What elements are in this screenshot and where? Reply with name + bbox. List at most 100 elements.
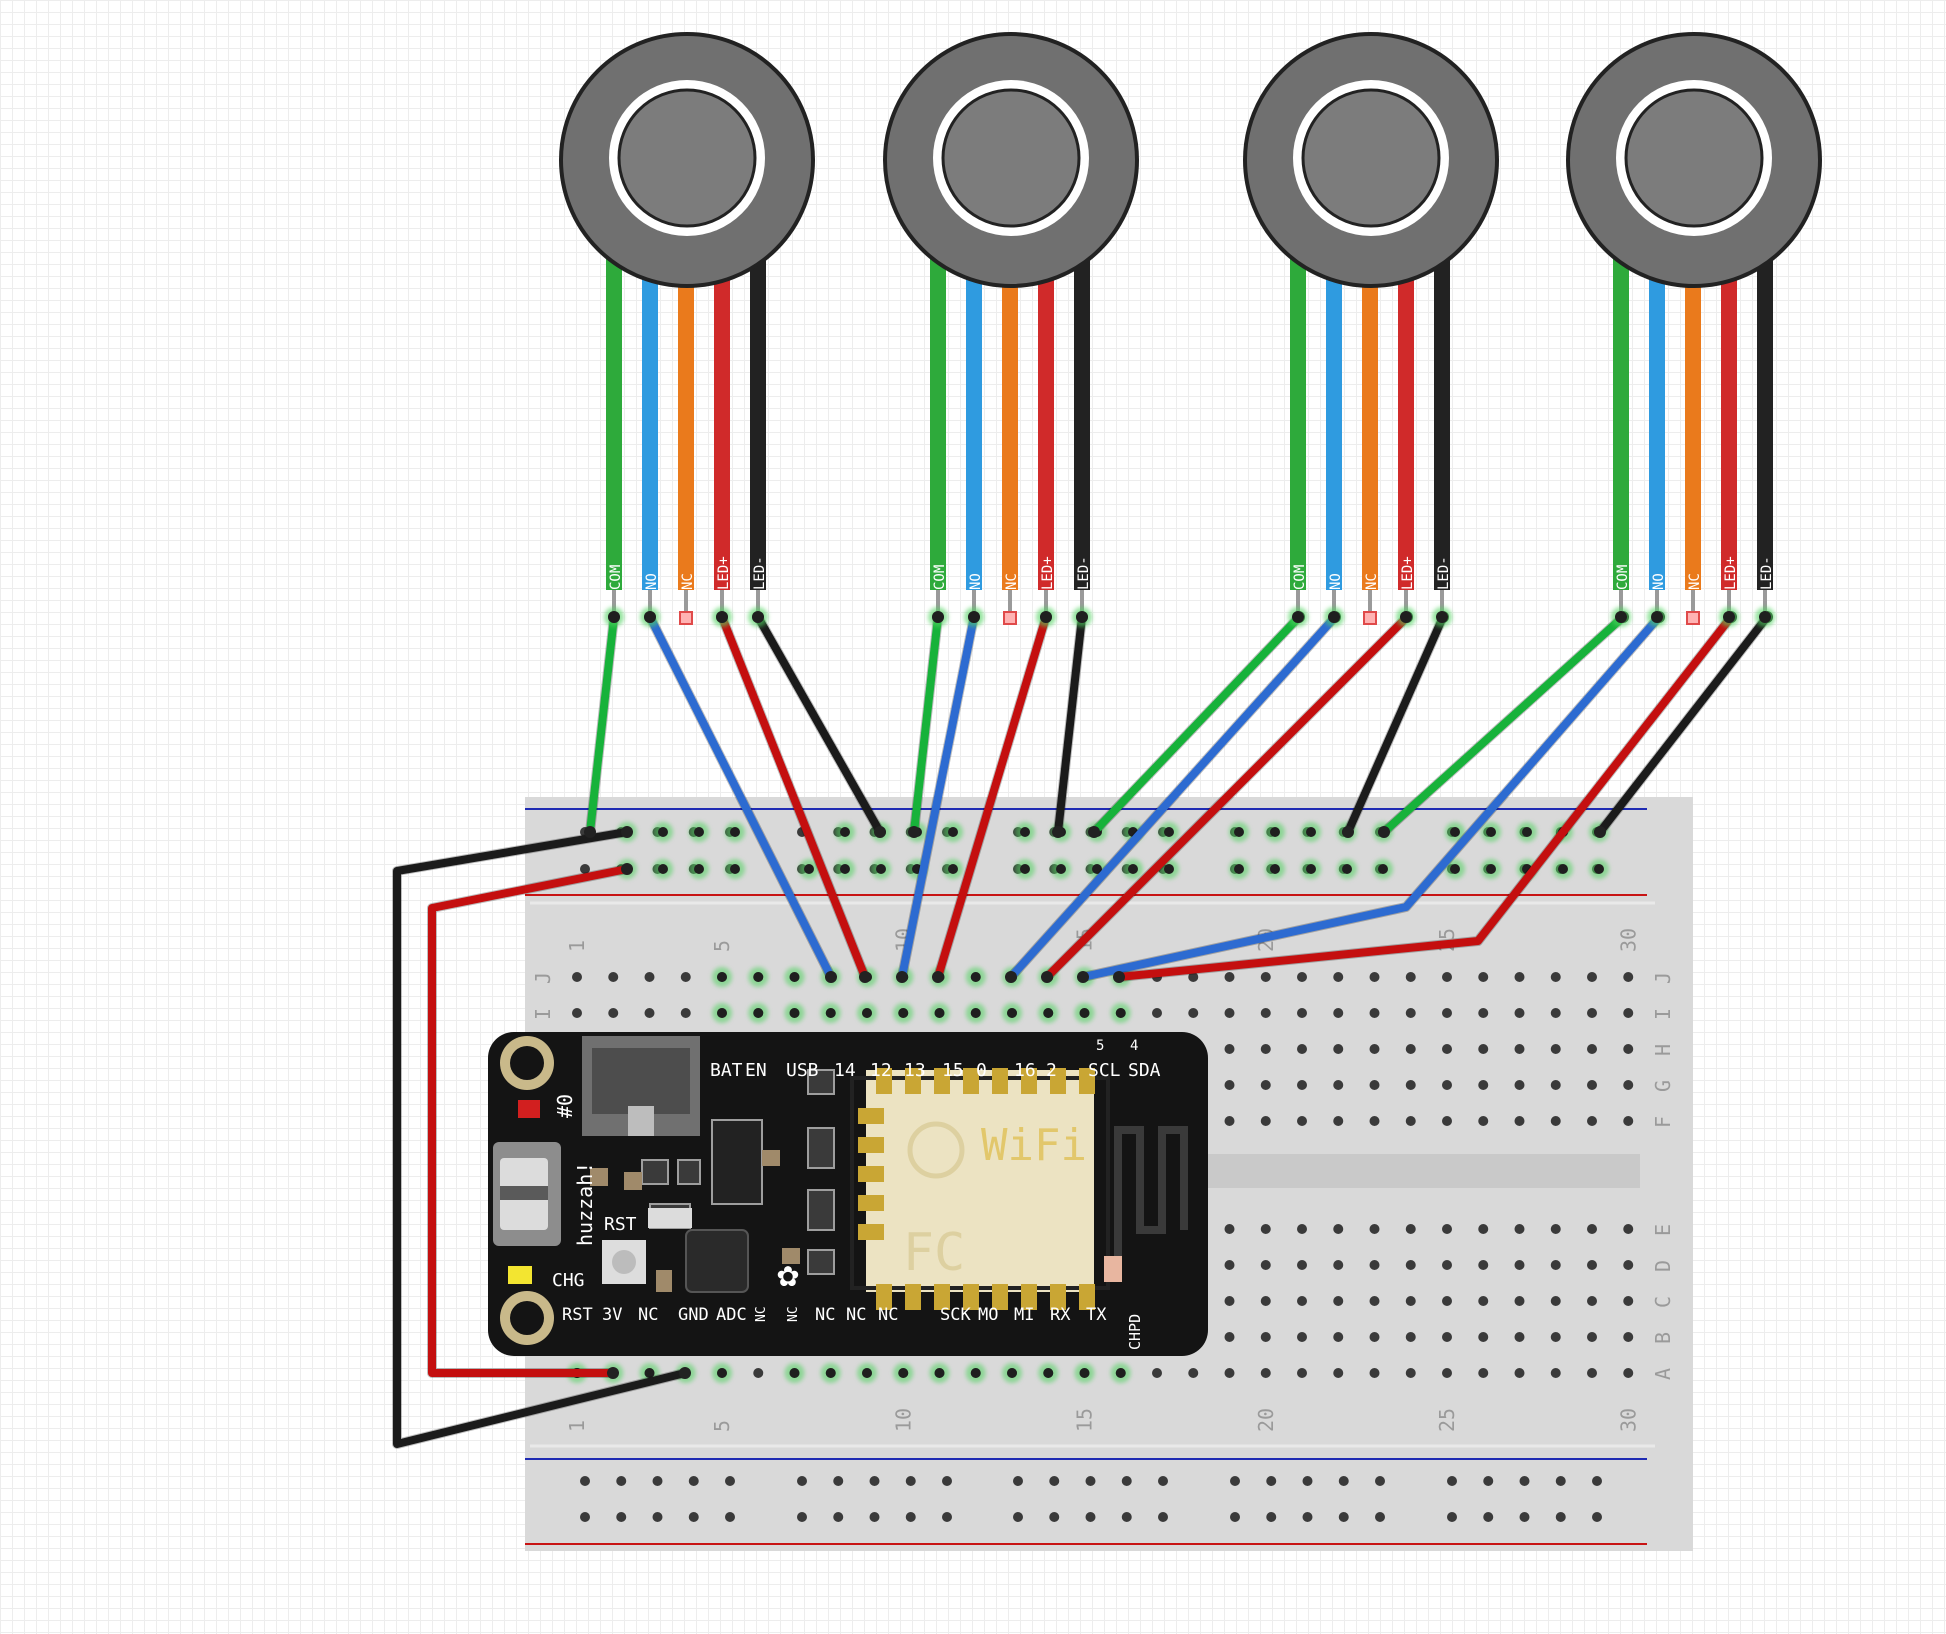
breadboard-hole — [1442, 1332, 1452, 1342]
esp-pin-bottom — [1079, 1284, 1095, 1310]
rail-hole — [905, 1476, 916, 1486]
breadboard-hole — [608, 972, 619, 982]
lead-end — [1759, 611, 1771, 623]
jumper-wires — [392, 611, 1773, 1449]
breadboard-hole — [1623, 1332, 1634, 1342]
breadboard-hole — [1587, 1260, 1597, 1270]
breadboard-hole — [1442, 1044, 1452, 1054]
pin-label-bottom: NC — [786, 1306, 801, 1322]
breadboard-hole — [1260, 972, 1271, 982]
column-number-bottom: 30 — [1616, 1408, 1640, 1432]
pin-label-bottom: NC — [815, 1305, 835, 1325]
esp-pin-bottom — [876, 1284, 892, 1310]
breadboard-hole — [1587, 1224, 1597, 1234]
row-letter-left: I — [531, 1008, 555, 1020]
button-lead — [1613, 248, 1629, 590]
connected-hole — [1020, 827, 1030, 837]
connected-hole — [1043, 1008, 1054, 1018]
lead-pin — [972, 590, 976, 616]
breadboard-hole — [1260, 1296, 1271, 1306]
connected-hole — [1164, 864, 1174, 874]
jumper-wire — [754, 613, 884, 836]
rail-hole — [1158, 1476, 1168, 1486]
breadboard-hole — [1587, 1008, 1597, 1018]
component-8 — [590, 1168, 608, 1186]
wire-end — [621, 863, 633, 875]
row-letter-right: J — [1651, 972, 1675, 984]
component-11 — [762, 1150, 780, 1166]
breadboard-hole — [1514, 1368, 1525, 1378]
breadboard-hole — [680, 972, 691, 982]
lead-pin — [1404, 590, 1408, 616]
pin-label-top: 0 — [976, 1060, 987, 1081]
pin-label-top: BAT — [710, 1060, 743, 1081]
battery-connector-inner — [592, 1048, 690, 1114]
breadboard-hole — [1369, 1080, 1380, 1090]
component-1 — [641, 1159, 669, 1185]
breadboard-hole — [1550, 1332, 1561, 1342]
lead-label: NC — [1364, 573, 1380, 590]
pin-label-top: USB — [786, 1060, 819, 1081]
connected-hole — [789, 972, 800, 982]
connected-hole — [1270, 827, 1280, 837]
connected-hole — [694, 827, 704, 837]
rail-hole — [797, 1512, 807, 1522]
wire-end — [1378, 826, 1390, 838]
breadboard-hole — [1333, 1332, 1344, 1342]
wire-end — [1113, 971, 1125, 983]
rail-hole — [1230, 1512, 1240, 1522]
connected-hole — [1020, 864, 1030, 874]
lead-end — [1723, 611, 1735, 623]
breadboard-hole — [1369, 1332, 1380, 1342]
lead-label: LED+ — [1040, 556, 1056, 590]
connected-hole — [1450, 864, 1460, 874]
component-5 — [807, 1127, 835, 1169]
wire-end — [1594, 826, 1606, 838]
component-2 — [677, 1159, 701, 1185]
breadboard-hole — [1224, 1044, 1235, 1054]
mounting-hole-bottom-inner — [510, 1301, 544, 1335]
rail-hole — [652, 1476, 663, 1486]
lead-pin — [1691, 590, 1695, 616]
lead-label: LED- — [1076, 556, 1092, 590]
nc-pin-marker — [1003, 611, 1017, 625]
component-10 — [656, 1270, 672, 1292]
esp-pin-top — [934, 1068, 950, 1094]
connected-hole — [644, 1368, 655, 1378]
esp-pin-bottom — [1021, 1284, 1037, 1310]
lead-end — [644, 611, 656, 623]
connected-hole — [1378, 864, 1388, 874]
breadboard-hole — [1442, 1008, 1452, 1018]
connected-hole — [1115, 1368, 1126, 1378]
breadboard-hole — [1623, 1224, 1634, 1234]
breadboard-hole — [1260, 1080, 1271, 1090]
button-lead — [1038, 248, 1054, 590]
lead-pin — [1332, 590, 1336, 616]
breadboard-hole — [1405, 1008, 1416, 1018]
connected-hole — [1594, 864, 1604, 874]
column-number-top: 30 — [1616, 928, 1640, 952]
pin-label-bottom: NC — [754, 1306, 769, 1322]
breadboard-hole — [1224, 1008, 1235, 1018]
esp-pin-side — [858, 1224, 884, 1240]
rail-hole — [1085, 1512, 1096, 1522]
rail-hole — [1049, 1476, 1060, 1486]
breadboard-hole — [1587, 1296, 1597, 1306]
lead-end — [1292, 611, 1304, 623]
breadboard-hole — [1442, 1080, 1452, 1090]
breadboard-hole — [1333, 1044, 1344, 1054]
breadboard-hole — [1514, 1224, 1525, 1234]
rail-hole — [1592, 1512, 1602, 1522]
jumper-wire — [1344, 613, 1447, 836]
wire-end — [1052, 826, 1064, 838]
rail-hole — [1592, 1476, 1602, 1486]
jumper-wire — [1596, 613, 1771, 836]
connected-hole — [1486, 864, 1496, 874]
rail-hole — [1013, 1512, 1023, 1522]
breadboard-hole — [1333, 1008, 1344, 1018]
rail-hole — [1049, 1512, 1060, 1522]
lead-pin — [1044, 590, 1048, 616]
lead-end — [608, 611, 620, 623]
